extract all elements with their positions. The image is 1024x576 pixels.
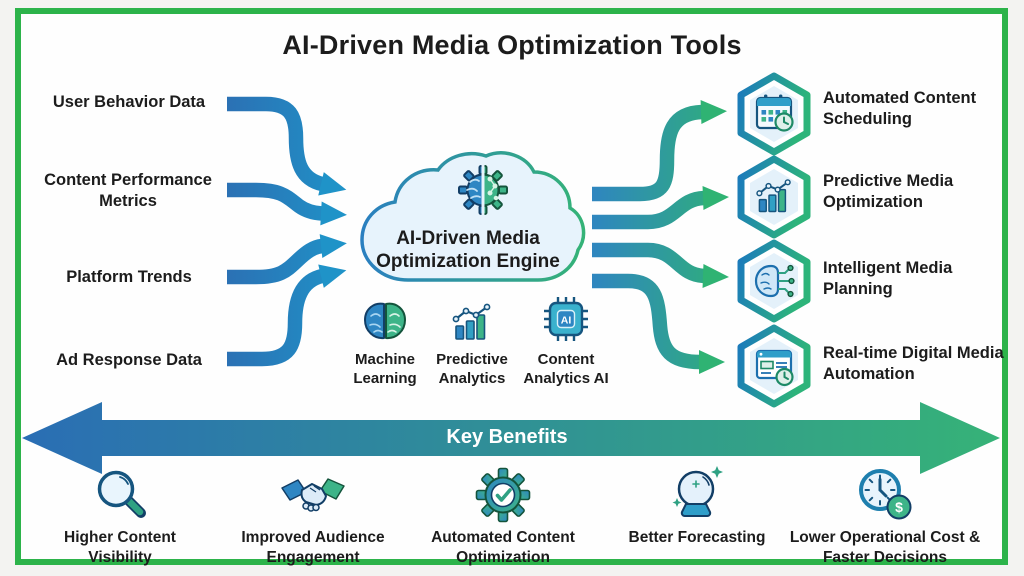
- cloud-shape: [360, 151, 586, 282]
- key-benefits-banner-label: Key Benefits: [446, 426, 568, 448]
- clock-dollar-icon: $: [859, 469, 912, 520]
- input-arrows: [227, 96, 347, 367]
- arrow-scheduling: [592, 100, 727, 202]
- ai-chip-icon: AI: [544, 297, 588, 341]
- svg-text:$: $: [895, 499, 903, 515]
- engine-cloud: [360, 151, 586, 282]
- input-label-user-behavior: User Behavior Data: [52, 93, 206, 111]
- input-label-platform-trends: Platform Trends: [66, 268, 192, 286]
- arrow-user-behavior: [227, 96, 347, 196]
- diagram-frame: [15, 8, 1008, 565]
- output-label-scheduling: Automated Content Scheduling: [823, 89, 977, 128]
- benefit-label-lower-cost: Lower Operational Cost & Faster Decision…: [789, 529, 981, 566]
- gear-check-icon: [475, 467, 531, 523]
- svg-text:AI: AI: [561, 315, 572, 327]
- calendar-clock-icon: [755, 94, 794, 132]
- arrow-automation: [592, 273, 725, 374]
- arrow-content-performance: [227, 182, 347, 226]
- benefit-label-optimization: Automated Content Optimization: [431, 529, 575, 566]
- split-brain-gear-icon: [458, 165, 508, 215]
- trend-bar-chart-icon: [452, 303, 491, 340]
- arrow-optimization: [592, 186, 729, 230]
- output-label-optimization: Predictive Media Optimization: [823, 172, 954, 211]
- benefit-label-engagement: Improved Audience Engagement: [241, 529, 385, 566]
- brain-circuit-icon: [754, 264, 795, 298]
- benefit-label-visibility: Higher Content Visibility: [64, 529, 176, 566]
- tech-label-machine-learning: Machine Learning: [353, 351, 417, 387]
- arrow-platform-trends: [227, 234, 347, 285]
- webpage-clock-icon: [755, 349, 794, 387]
- arrow-planning: [592, 242, 729, 288]
- crystal-ball-icon: [672, 466, 723, 517]
- magnifier-icon: [97, 470, 146, 518]
- page-title: AI-Driven Media Optimization Tools: [282, 30, 742, 60]
- benefit-label-forecasting: Better Forecasting: [628, 529, 766, 546]
- input-label-content-performance: Content Performance Metrics: [44, 171, 212, 210]
- engine-label: AI-Driven Media Optimization Engine: [376, 228, 560, 272]
- tech-label-content-analytics-ai: Content Analytics AI: [523, 351, 609, 387]
- trend-bar-chart-icon: [756, 179, 791, 213]
- arrow-ad-response: [227, 264, 347, 367]
- output-arrows: [592, 100, 729, 374]
- input-label-ad-response: Ad Response Data: [56, 351, 202, 369]
- tech-label-predictive-analytics: Predictive Analytics: [436, 351, 508, 387]
- key-benefits-arrow: [22, 402, 1000, 474]
- handshake-icon: [281, 478, 345, 512]
- brain-icon: [364, 302, 406, 340]
- output-label-automation: Real-time Digital Media Automation: [823, 344, 1004, 383]
- output-label-planning: Intelligent Media Planning: [823, 259, 953, 298]
